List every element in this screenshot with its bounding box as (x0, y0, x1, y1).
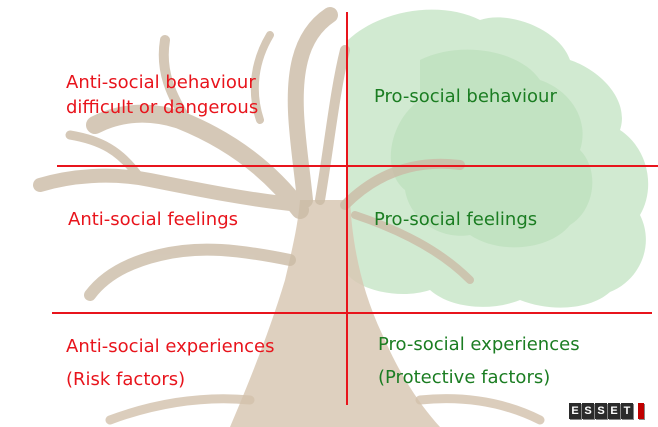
label-anti-social-experiences: Anti-social experiences (Risk factors) (66, 330, 274, 396)
esset-logo: E S S E T (569, 403, 644, 419)
pro-social-experiences-line2: (Protective factors) (378, 367, 551, 388)
tree-branches (33, 7, 474, 301)
logo-letter: T (621, 403, 633, 419)
tree-roots (105, 394, 545, 425)
anti-social-behaviour-line1: Anti-social behaviour (66, 72, 256, 93)
label-anti-social-behaviour: Anti-social behaviour difficult or dange… (66, 70, 258, 120)
pro-social-experiences-line1: Pro-social experiences (378, 334, 580, 355)
label-pro-social-behaviour: Pro-social behaviour (374, 86, 557, 107)
logo-letter: E (569, 403, 581, 419)
tree-foliage-shade (390, 49, 593, 248)
anti-social-behaviour-line2: difficult or dangerous (66, 97, 259, 118)
logo-mark-icon (638, 403, 644, 419)
label-pro-social-feelings: Pro-social feelings (374, 209, 538, 230)
anti-social-experiences-line2: (Risk factors) (66, 369, 186, 390)
label-anti-social-feelings: Anti-social feelings (68, 209, 239, 230)
logo-letter: S (595, 403, 607, 419)
label-pro-social-experiences: Pro-social experiences (Protective facto… (378, 328, 580, 394)
quadrant-grid (52, 12, 658, 405)
logo-letter: S (582, 403, 594, 419)
logo-letter: E (608, 403, 620, 419)
anti-social-experiences-line1: Anti-social experiences (66, 336, 275, 357)
